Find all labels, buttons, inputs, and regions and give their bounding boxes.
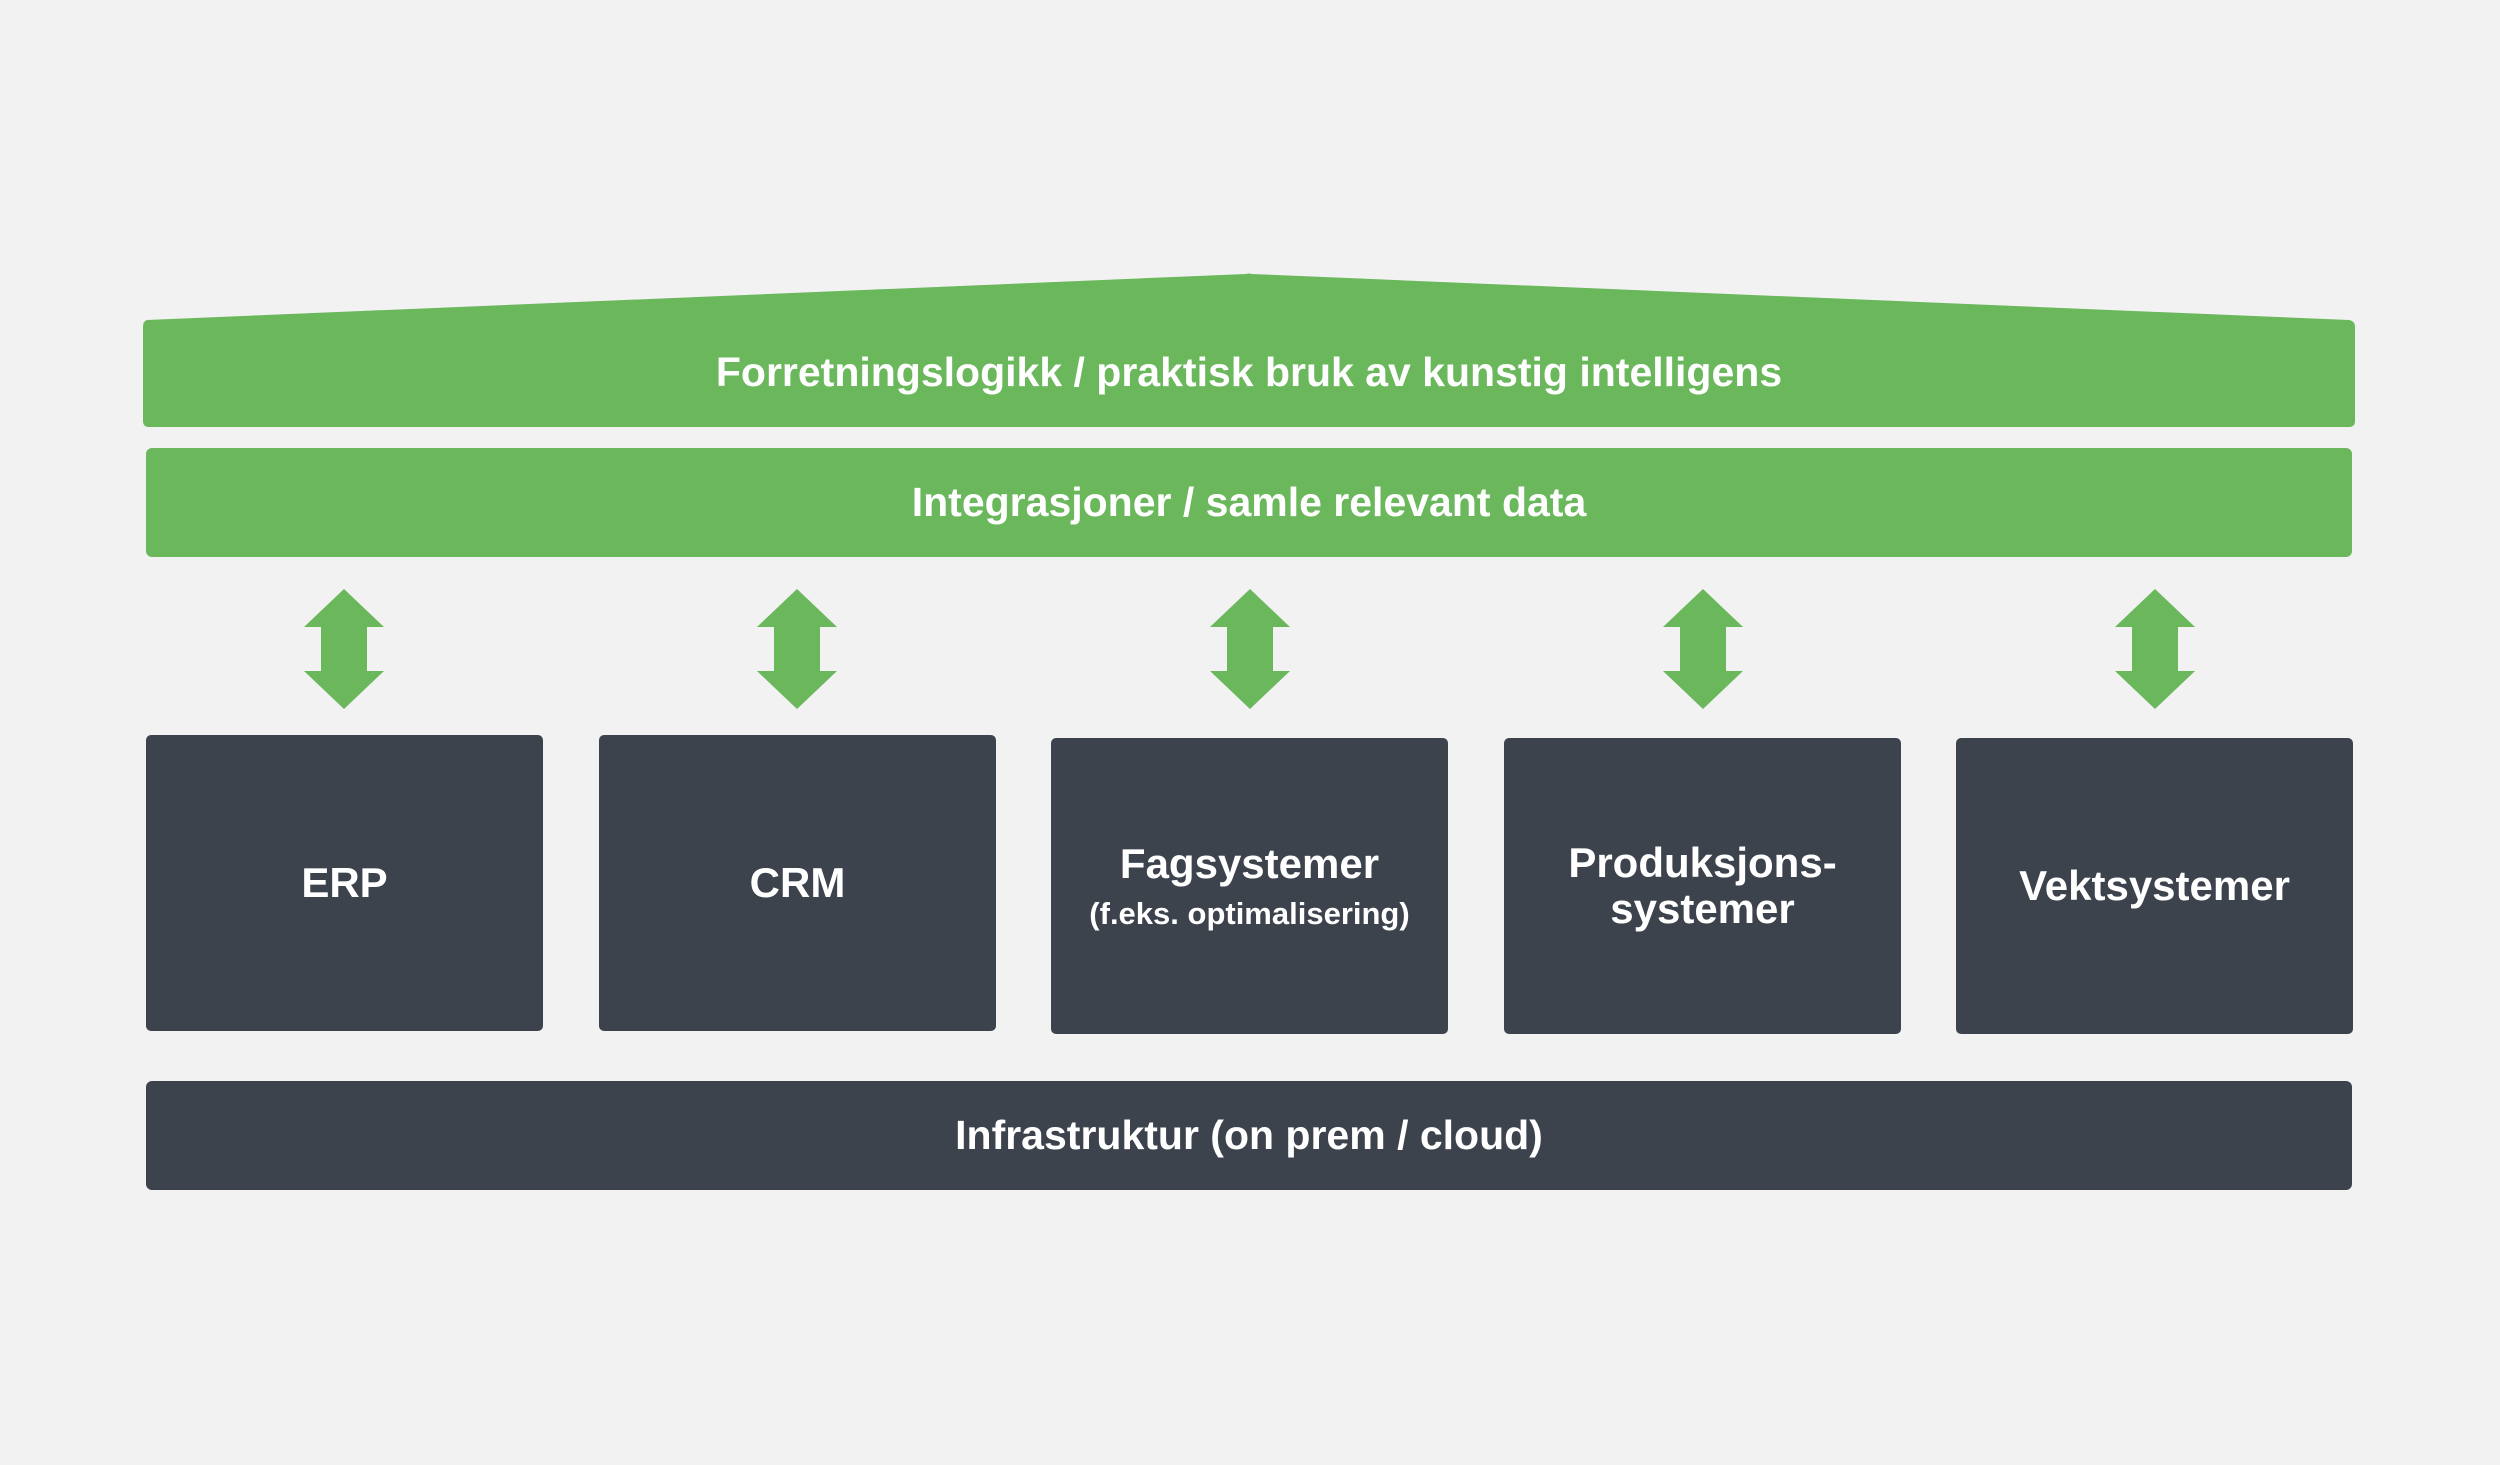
system-label: CRM	[749, 858, 846, 906]
system-label: Fagsystemer	[1119, 839, 1380, 887]
double-arrow-icon	[2115, 589, 2195, 709]
system-label-line2: systemer	[1610, 885, 1795, 932]
system-box-fagsystemer: Fagsystemer (f.eks. optimalisering)	[1051, 738, 1448, 1034]
system-label: ERP	[301, 858, 388, 906]
system-box-produksjonssystemer: Produksjons- systemer	[1504, 738, 1901, 1034]
business-logic-label: Forretningslogikk / praktisk bruk av kun…	[715, 348, 1783, 395]
double-arrow-icon	[304, 589, 384, 709]
system-sublabel: (f.eks. optimalisering)	[1089, 896, 1410, 932]
system-box-crm: CRM	[599, 735, 996, 1031]
infrastructure-layer: Infrastruktur (on prem / cloud)	[146, 1081, 2352, 1190]
infrastructure-label: Infrastruktur (on prem / cloud)	[955, 1112, 1543, 1158]
integration-label: Integrasjoner / samle relevant data	[911, 479, 1587, 525]
system-box-vektsystemer: Vektsystemer	[1956, 738, 2353, 1034]
double-arrow-icon	[1210, 589, 1290, 709]
business-logic-layer: Forretningslogikk / praktisk bruk av kun…	[146, 320, 2352, 424]
double-arrow-icon	[757, 589, 837, 709]
double-arrow-icon	[1663, 589, 1743, 709]
system-label: Vektsystemer	[2019, 861, 2290, 909]
system-label: Produksjons-	[1568, 838, 1837, 886]
roof-shape	[143, 273, 2355, 427]
integration-layer: Integrasjoner / samle relevant data	[146, 448, 2352, 557]
system-box-erp: ERP	[146, 735, 543, 1031]
